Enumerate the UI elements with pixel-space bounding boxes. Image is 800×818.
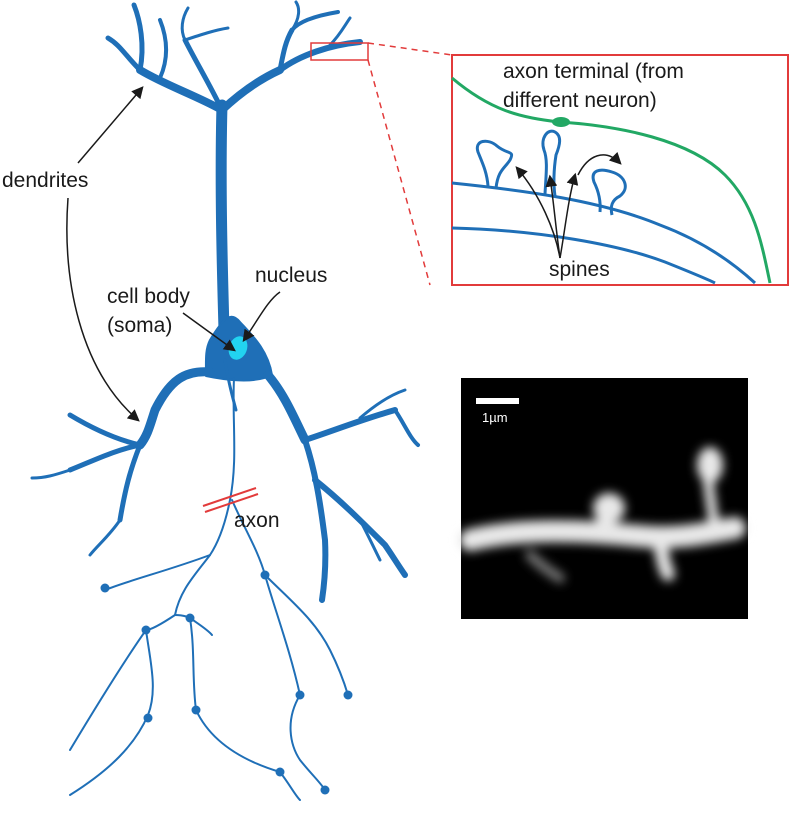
spines-inset: axon terminal (from different neuron) sp… (451, 54, 789, 286)
apical-dendrite-tuft (105, 0, 363, 114)
axon-terminal (451, 76, 772, 284)
scale-bar-label: 1µm (482, 410, 508, 425)
inset-dendrite-upper (451, 181, 757, 285)
zoom-connector-bottom (367, 59, 431, 286)
dendrites-arrow-up (77, 86, 144, 164)
zoom-region-box (310, 42, 369, 61)
cell-body-label-1: cell body (107, 285, 190, 308)
synaptic-bouton (552, 117, 570, 127)
spine-micrograph: 1µm (459, 378, 748, 619)
inset-dendrite-lower (451, 226, 716, 285)
zoom-connector-top (367, 42, 453, 56)
micrograph-signal (459, 447, 746, 583)
dendrites-arrow-down (66, 197, 140, 422)
scale-bar (476, 398, 519, 404)
dendrites-label: dendrites (2, 169, 88, 192)
spine-arrows (515, 151, 622, 259)
nucleus-label: nucleus (255, 264, 327, 287)
apical-dendrite-trunk (215, 99, 230, 336)
basal-dendrites (30, 358, 420, 603)
spines-label: spines (549, 258, 610, 281)
cell-body-label-2: (soma) (107, 314, 172, 337)
axon (69, 377, 349, 801)
axon-boutons (100, 570, 353, 795)
axon-terminal-label-1: axon terminal (from (503, 60, 684, 83)
axon-cut-marks (202, 487, 259, 513)
neuron (30, 0, 420, 801)
axon-terminal-label-2: different neuron) (503, 89, 657, 112)
annotation-arrows (66, 86, 281, 422)
inset-spines (475, 129, 627, 216)
cell-body-arrow (182, 312, 236, 352)
inset-frame (451, 54, 789, 286)
axon-label: axon (234, 509, 280, 532)
nucleus-arrow (242, 291, 281, 342)
